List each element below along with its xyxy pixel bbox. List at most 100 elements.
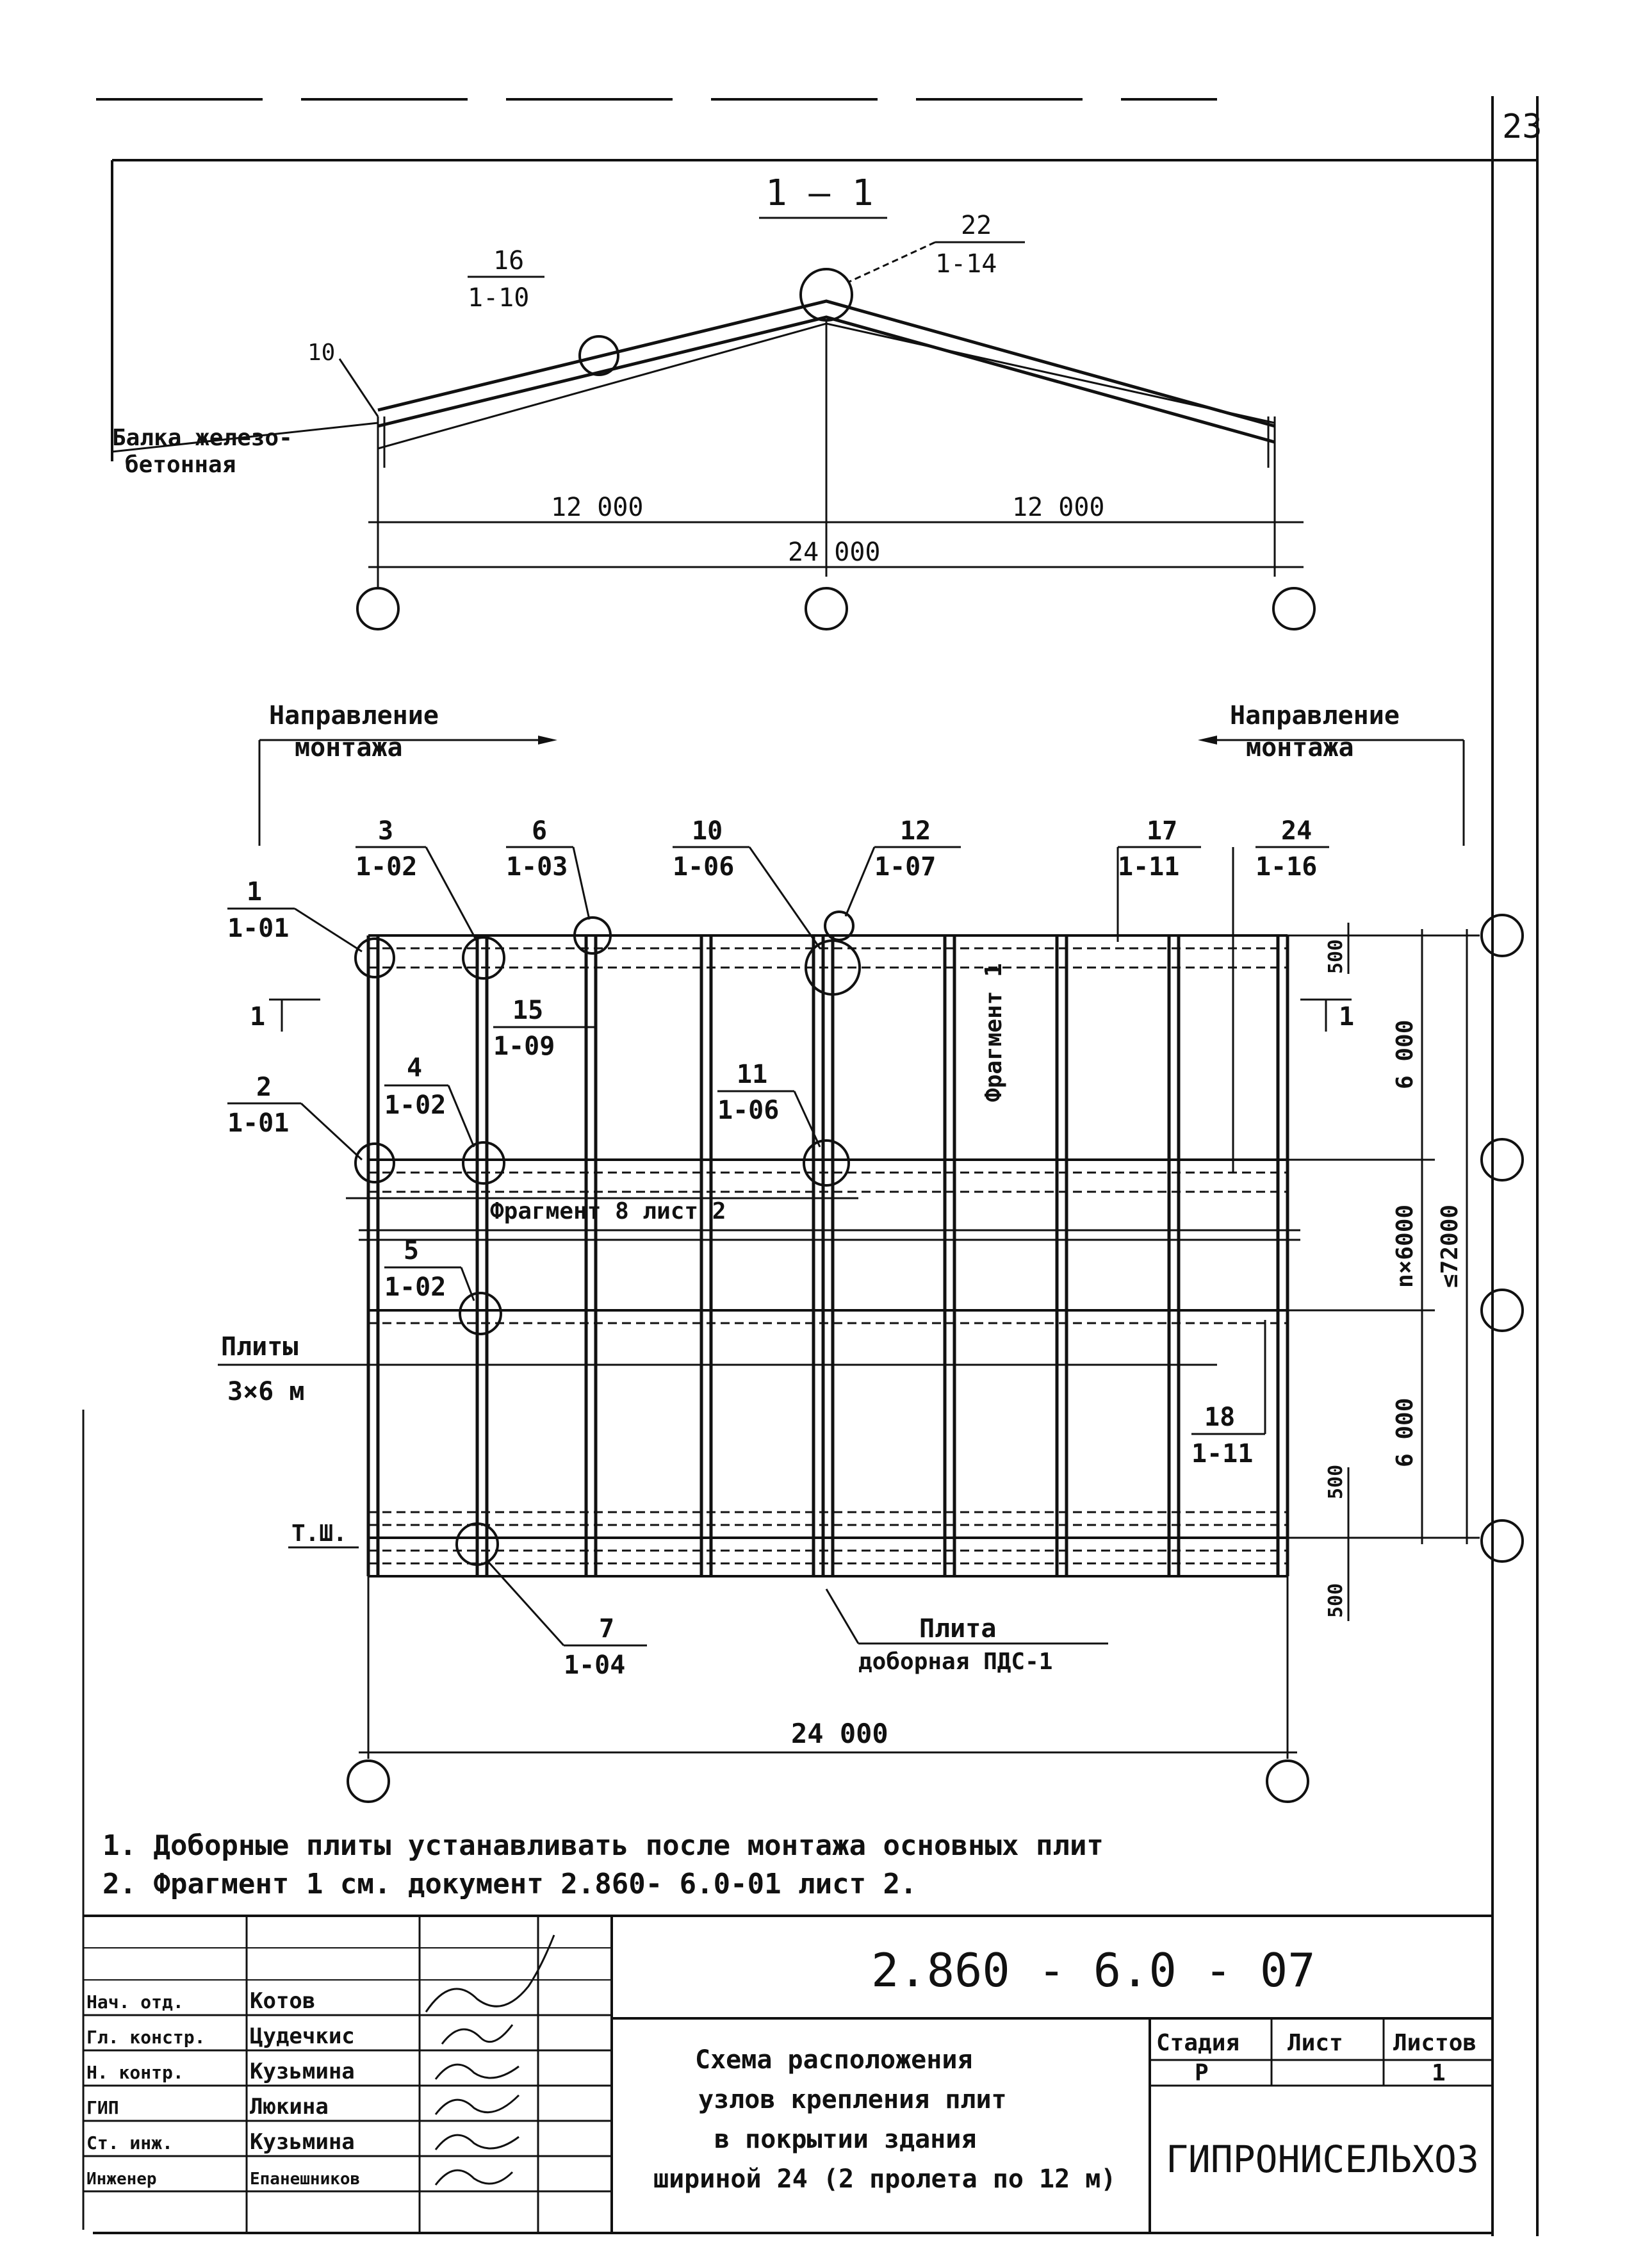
section-mark: 1 – 1 xyxy=(765,172,874,214)
svg-text:500: 500 xyxy=(1325,1583,1347,1618)
axis-circle xyxy=(805,587,848,630)
title-line-2: узлов крепления плит xyxy=(698,2085,1007,2114)
svg-text:ГИП: ГИП xyxy=(86,2097,119,2118)
svg-text:6: 6 xyxy=(532,816,547,846)
detail-marker xyxy=(578,335,619,376)
svg-text:1-01: 1-01 xyxy=(227,914,289,943)
svg-text:Направление: Направление xyxy=(269,701,439,730)
svg-text:500: 500 xyxy=(1325,1465,1347,1499)
svg-text:6 000: 6 000 xyxy=(1392,1020,1418,1089)
svg-text:7: 7 xyxy=(599,1614,614,1644)
callout-24: 24 1-16 xyxy=(1232,816,1329,1173)
svg-text:1-06: 1-06 xyxy=(673,852,734,882)
node-circles xyxy=(354,910,861,1566)
svg-text:Цудечкис: Цудечкис xyxy=(250,2023,355,2049)
svg-text:Т.Ш.: Т.Ш. xyxy=(291,1520,347,1547)
note-1: 1. Доборные плиты устанавливать после мо… xyxy=(102,1829,1104,1862)
callout-2: 2 1-01 xyxy=(227,1073,363,1161)
svg-text:500: 500 xyxy=(1325,939,1347,974)
section-dim-right: 12 000 xyxy=(1012,493,1105,522)
svg-text:Кузьмина: Кузьмина xyxy=(250,2129,355,2155)
plates-label: Плиты 3×6 м xyxy=(218,1332,1217,1406)
svg-text:1-02: 1-02 xyxy=(384,1091,446,1120)
svg-text:11: 11 xyxy=(737,1060,767,1089)
svg-text:≤72000: ≤72000 xyxy=(1437,1205,1463,1288)
svg-text:n×6000: n×6000 xyxy=(1392,1205,1418,1288)
stage-value: Р xyxy=(1195,2060,1209,2086)
svg-text:Инженер: Инженер xyxy=(86,2170,157,2189)
staff-rows: Нач. отд. Котов Гл. констр. Цудечкис Н. … xyxy=(86,1988,360,2189)
stage-header: Стадия xyxy=(1156,2030,1239,2056)
svg-text:3: 3 xyxy=(378,816,393,846)
svg-text:Епанешников: Епанешников xyxy=(250,2170,360,2189)
tsh-label: Т.Ш. xyxy=(288,1520,359,1549)
fragment-1-label: Фрагмент 1 xyxy=(981,963,1007,1102)
direction-right: Направление монтажа xyxy=(1198,701,1465,846)
svg-text:1-02: 1-02 xyxy=(356,852,417,882)
sheets-header: Листов xyxy=(1393,2030,1476,2056)
callout-11: 11 1-06 xyxy=(717,1060,821,1148)
svg-text:5: 5 xyxy=(404,1236,419,1265)
slope-mark: 10 xyxy=(307,340,335,366)
svg-text:1: 1 xyxy=(250,1002,265,1032)
svg-text:2: 2 xyxy=(256,1073,272,1102)
extra-plate-label: Плита доборная ПДС-1 xyxy=(825,1588,1108,1675)
fragment-8-label: Фрагмент 8 лист 2 xyxy=(346,1197,858,1224)
axis-circle xyxy=(1272,587,1316,630)
svg-text:6 000: 6 000 xyxy=(1392,1398,1418,1467)
plan-axis-circles xyxy=(347,914,1524,1803)
svg-text:1-07: 1-07 xyxy=(874,852,936,882)
svg-text:24: 24 xyxy=(1281,816,1312,846)
callout-5: 5 1-02 xyxy=(384,1236,475,1302)
callout-7: 7 1-04 xyxy=(486,1559,647,1680)
svg-text:доборная ПДС-1: доборная ПДС-1 xyxy=(858,1649,1052,1675)
sheet-header: Лист xyxy=(1288,2030,1343,2056)
svg-text:1-16: 1-16 xyxy=(1255,852,1317,882)
signatures xyxy=(425,1934,555,2186)
note-2: 2. Фрагмент 1 см. документ 2.860- 6.0-01… xyxy=(102,1868,917,1900)
svg-text:Направление: Направление xyxy=(1230,701,1400,730)
section-dim-left: 12 000 xyxy=(551,493,644,522)
svg-text:Фрагмент 8 лист 2: Фрагмент 8 лист 2 xyxy=(490,1198,726,1224)
organization: ГИПРОНИСЕЛЬХОЗ xyxy=(1166,2138,1479,2181)
svg-text:Люкина: Люкина xyxy=(250,2094,329,2120)
sheet-frame xyxy=(82,96,1539,2236)
beam-label: Балка железо- бетонная xyxy=(111,422,379,478)
title-line-1: Схема расположения xyxy=(695,2045,972,2075)
callout-1: 1 1-01 xyxy=(227,877,363,953)
doc-code: 2.860 - 6.0 - 07 xyxy=(871,1943,1316,1997)
svg-text:Н. контр.: Н. контр. xyxy=(86,2062,184,2083)
svg-text:1-10: 1-10 xyxy=(468,283,529,313)
svg-text:3×6 м: 3×6 м xyxy=(227,1377,304,1406)
callout-17: 17 1-11 xyxy=(1116,816,1201,942)
svg-text:Кузьмина: Кузьмина xyxy=(250,2059,355,2084)
svg-text:Балка железо-: Балка железо- xyxy=(112,425,293,451)
svg-text:4: 4 xyxy=(407,1053,422,1083)
svg-text:1-01: 1-01 xyxy=(227,1108,289,1138)
svg-text:1-03: 1-03 xyxy=(506,852,568,882)
callout-3: 3 1-02 xyxy=(356,816,478,943)
svg-text:Плита: Плита xyxy=(919,1614,996,1644)
svg-text:12: 12 xyxy=(900,816,931,846)
section-cut-right: 1 xyxy=(1300,998,1354,1032)
callout-10: 10 1-06 xyxy=(673,816,821,949)
svg-text:1-14: 1-14 xyxy=(935,249,997,279)
svg-text:1-04: 1-04 xyxy=(564,1651,625,1680)
title-block: 2.860 - 6.0 - 07 Схема расположения узло… xyxy=(83,1915,1493,2233)
svg-text:10: 10 xyxy=(692,816,723,846)
callout-15: 15 1-09 xyxy=(493,996,596,1061)
svg-text:Нач. отд.: Нач. отд. xyxy=(86,1991,184,2013)
svg-text:1-02: 1-02 xyxy=(384,1273,446,1302)
title-line-3: в покрытии здания xyxy=(714,2125,976,2154)
callout-22: 22 1-14 xyxy=(848,211,1025,283)
notes: 1. Доборные плиты устанавливать после мо… xyxy=(102,1829,1104,1900)
svg-text:24 000: 24 000 xyxy=(791,1718,888,1749)
axis-circle xyxy=(356,587,400,630)
svg-text:18: 18 xyxy=(1204,1403,1235,1432)
svg-text:22: 22 xyxy=(961,211,992,240)
svg-text:1-06: 1-06 xyxy=(717,1096,779,1125)
svg-text:бетонная: бетонная xyxy=(125,452,236,478)
plan-grid xyxy=(359,934,1300,1578)
sheets-total: 1 xyxy=(1432,2060,1446,2086)
